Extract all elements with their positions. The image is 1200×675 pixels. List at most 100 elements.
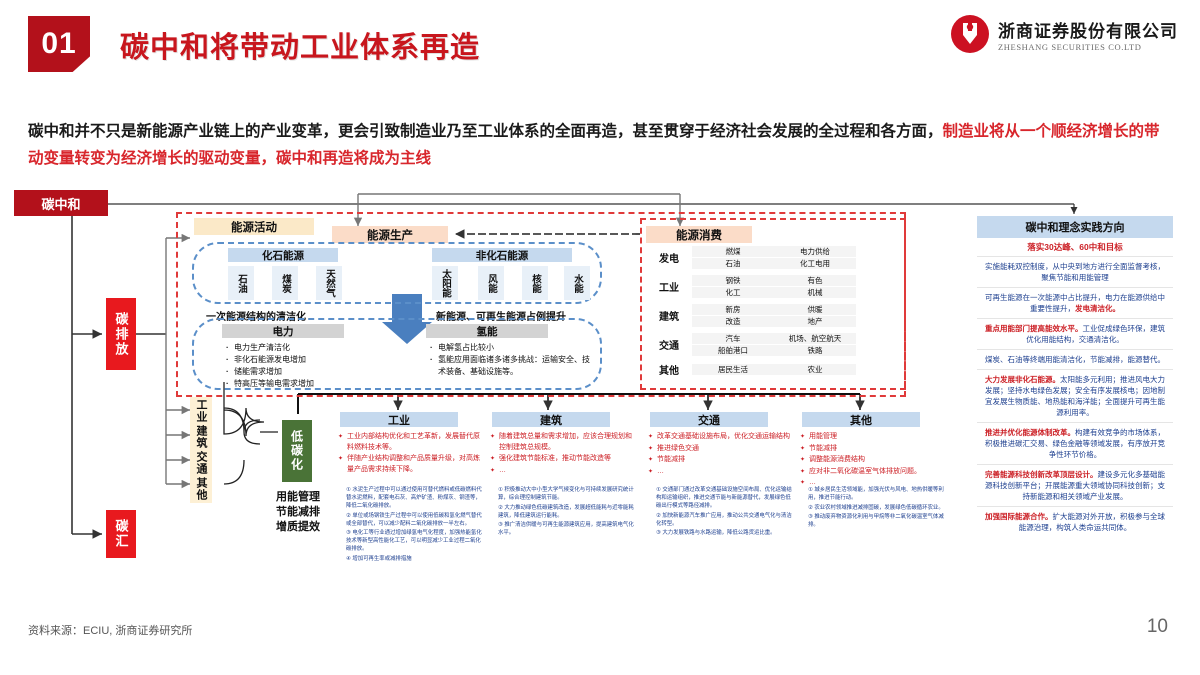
table-cell: 地产	[774, 316, 856, 327]
note-primary-energy-clean: 一次能源结构的清洁化	[206, 312, 306, 323]
column-header-transport[interactable]: 交通	[650, 412, 768, 427]
block-highlight: 重点用能部门提高能效水平。	[985, 324, 1083, 333]
list-item: 氢能应用面临诸多诸多挑战：运输安全、技术装备、基础设施等。	[428, 354, 596, 378]
column-header-other[interactable]: 其他	[802, 412, 920, 427]
page-number: 10	[1146, 616, 1168, 637]
right-panel: 碳中和理念实践方向 落实30达峰、60中和目标 实施能耗双控制度，从中央到地方进…	[977, 216, 1173, 537]
list-item: ① 积极推动大中小型大学气候变化与可持续发展研究统计算，综合理控制建筑节能。	[498, 487, 634, 501]
list-item: 随着建筑总量和需求增加，应该合理规划和控制建筑总规模。	[490, 432, 636, 453]
table-cell: 石油	[692, 258, 774, 269]
consumption-container	[640, 218, 906, 390]
right-panel-block: 可再生能源在一次能源中占比提升，电力在能源供给中重要性提升，发电清洁化。	[977, 287, 1173, 318]
industry-numbered-list: ① 水泥生产过程中可以通过使用可替代燃料或低碳燃料代替水泥燃料，配套电石灰、高炉…	[338, 486, 484, 564]
energy-source-group	[192, 242, 602, 304]
block-text: 扩大能源对外开放，积极参与全球能源治理，构筑人类命运共同体。	[1018, 512, 1165, 532]
transport-numbered-list: ① 交通部门通过改革交通基础设施空间布局、优化运输结构和运输组织，推进交通节能与…	[648, 486, 794, 539]
sector-chip-other[interactable]: 其他	[190, 475, 212, 503]
list-item: ③ 推动废弃物资源化利用与甲烷等非二氧化碳温室气体减排。	[808, 514, 944, 528]
column-header-building[interactable]: 建筑	[492, 412, 610, 427]
row-label-building: 建筑	[659, 312, 679, 323]
right-panel-block: 完善能源科技创新改革顶层设计。建设多元化多基础能源科技创新平台；开展能源重大领域…	[977, 464, 1173, 506]
node-carbon-sink[interactable]: 碳汇	[106, 510, 136, 558]
hydrogen-bullet-list: 电解氢占比较小 氢能应用面临诸多诸多挑战：运输安全、技术装备、基础设施等。	[428, 342, 596, 378]
row-label-other: 其他	[659, 366, 679, 377]
list-item: 应对非二氧化碳温室气体排放问题。	[800, 467, 946, 478]
electricity-bullet-list: 电力生产清洁化 非化石能源发电增加 储能需求增加 特高压等输电需求增加	[224, 342, 384, 390]
page-title: 碳中和将带动工业体系再造	[120, 32, 481, 64]
list-item: 节能减排	[648, 455, 794, 466]
right-panel-block: 推进并优化能源体制改革。构建有效竞争的市场体系，积极推进碳汇交易、绿色金融等领域…	[977, 422, 1173, 464]
node-carbon-neutral[interactable]: 碳中和	[14, 190, 108, 216]
list-item: 调整能源消费结构	[800, 455, 946, 466]
block-text: 可再生能源在一次能源中占比提升，电力在能源供给中重要性提升，	[985, 293, 1165, 313]
list-item: ④ 增加可再生率或减排措施	[346, 555, 412, 562]
list-item: ③ 电化工等行业通过增加绿氢电气化程度，加强热能氢化技术等新型高性能化工艺，可以…	[346, 530, 482, 552]
table-cell: 改造	[692, 316, 774, 327]
low-carbon-caption: 用能管理 节能减排 增质提效	[276, 491, 320, 533]
company-logo: 浙商证券股份有限公司 ZHESHANG SECURITIES CO.LTD	[950, 14, 1178, 54]
energy-item-hydro: 水能	[564, 266, 590, 300]
list-item: 储能需求增加	[224, 366, 384, 378]
sector-chip-transport[interactable]: 交通	[190, 449, 212, 477]
lead-paragraph: 碳中和并不只是新能源产业链上的产业变革，更会引致制造业乃至工业体系的全面再造，甚…	[28, 118, 1168, 172]
lead-text-highlight: 制造业将从一个顺经济增长的带动变量转变为经济增长的驱动变量，碳中和再造将成为主线	[28, 123, 1160, 167]
table-cell: 化工电用	[774, 258, 856, 269]
energy-carrier-group	[192, 318, 602, 390]
table-row: 交通 汽车 机场、航空航天 船舶港口 铁路	[646, 333, 856, 356]
list-item: 工业内部结构优化和工艺革新，发展替代原料燃料技术等。	[338, 432, 484, 453]
right-panel-subtitle: 落实30达峰、60中和目标	[1027, 242, 1123, 252]
energy-item-gas: 天然气	[316, 266, 342, 300]
sector-chip-building[interactable]: 建筑	[190, 423, 212, 451]
table-row: 建筑 新房 供暖 改造 地产	[646, 304, 856, 327]
list-item: ③ 推广清洁供暖与可再生能源建筑应用，提高建筑电气化水平。	[498, 522, 634, 536]
block-text: 工业促成绿色环保，建筑优化用能结构，交通清洁化。	[1026, 324, 1165, 344]
energy-item-oil: 石油	[228, 266, 254, 300]
block-text: 太阳能多元利用；推进风电大力发展；坚持水电绿色发展；安全有序发展核电；因地制宜发…	[985, 375, 1165, 417]
row-label-power-gen: 发电	[659, 254, 679, 265]
source-citation: 资料来源：ECIU, 浙商证券研究所	[28, 625, 193, 637]
table-cell: 机械	[774, 287, 856, 298]
list-item: 非化石能源发电增加	[224, 354, 384, 366]
block-highlight: 发电清洁化。	[1075, 304, 1120, 313]
logo-company-name-cn: 浙商证券股份有限公司	[998, 21, 1178, 41]
tag-energy-activity[interactable]: 能源活动	[194, 218, 314, 235]
label-fossil-energy: 化石能源	[228, 248, 338, 262]
table-cell: 铁路	[774, 345, 856, 356]
block-highlight: 推进并优化能源体制改革。	[985, 428, 1075, 437]
tag-energy-consumption[interactable]: 能源消费	[646, 226, 752, 243]
logo-company-name-en: ZHESHANG SECURITIES CO.LTD	[998, 41, 1142, 52]
list-item: ② 大力推动绿色低碳建筑改造，发展超低能耗与近零能耗建筑，降低建筑运行能耗。	[498, 504, 634, 519]
node-low-carbonization[interactable]: 低碳化	[282, 420, 312, 482]
column-header-industry[interactable]: 工业	[340, 412, 458, 427]
right-panel-block: 实施能耗双控制度，从中央到地方进行全面监督考核，聚焦节能和用能管理	[977, 256, 1173, 287]
block-text: 实施能耗双控制度，从中央到地方进行全面监督考核，聚焦节能和用能管理	[985, 262, 1165, 282]
block-highlight: 加强国际能源合作。	[985, 512, 1053, 521]
other-numbered-list: ① 城乡居民生活领域能，加强光伏与风电、地热供暖等利用，推进节能行动。 ② 农业…	[800, 486, 946, 531]
block-text: 煤炭、石油等终端用能清洁化，节能减排，能源替代。	[985, 355, 1165, 364]
label-hydrogen: 氢能	[426, 324, 548, 338]
energy-item-solar: 太阳能	[432, 266, 458, 300]
table-cell: 居民生活	[692, 364, 774, 375]
lead-text-part1: 碳中和并不只是新能源产业链上的产业变革，更会引致制造业乃至工业体系的全面再造，甚…	[28, 123, 943, 140]
block-highlight: 完善能源科技创新改革顶层设计。	[985, 470, 1098, 479]
right-panel-block: 大力发展非化石能源。太阳能多元利用；推进风电大力发展；坚持水电绿色发展；安全有序…	[977, 369, 1173, 422]
other-bullets: 用能管理 节能减排 调整能源消费结构 应对非二氧化碳温室气体排放问题。 …	[800, 432, 946, 490]
table-cell: 汽车	[692, 333, 774, 344]
list-item: 改革交通基础设施布局，优化交通运输结构	[648, 432, 794, 443]
list-item: 特高压等输电需求增加	[224, 378, 384, 390]
industry-bullets: 工业内部结构优化和工艺革新，发展替代原料燃料技术等。 伴随产业结构调整和产品质量…	[338, 432, 484, 476]
tag-energy-production[interactable]: 能源生产	[332, 226, 448, 243]
node-carbon-emission[interactable]: 碳排放	[106, 298, 136, 370]
list-item: 电解氢占比较小	[428, 342, 596, 354]
transport-bullets: 改革交通基础设施布局，优化交通运输结构 推进绿色交通 节能减排 …	[648, 432, 794, 478]
list-item: 节能减排	[800, 444, 946, 455]
energy-item-nuclear: 核能	[522, 266, 548, 300]
table-cell: 供暖	[774, 304, 856, 315]
sector-chip-industry[interactable]: 工业	[190, 397, 212, 425]
list-item: …	[490, 466, 636, 477]
zheshang-logo-icon	[951, 15, 989, 53]
slide-header: 01 碳中和将带动工业体系再造 浙商证券股份有限公司 ZHESHANG SECU…	[0, 0, 1200, 86]
list-item: 推进绿色交通	[648, 444, 794, 455]
table-cell: 钢铁	[692, 275, 774, 286]
table-cell: 新房	[692, 304, 774, 315]
